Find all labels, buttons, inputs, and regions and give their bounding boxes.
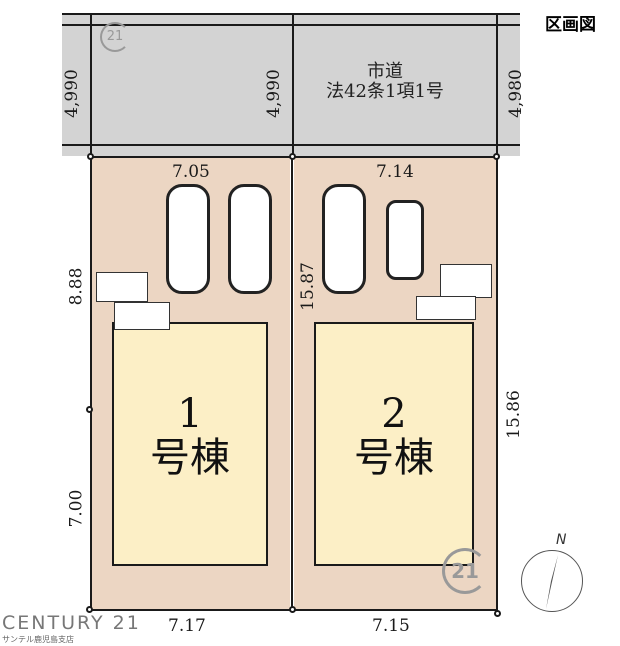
road-dim-line-3 bbox=[496, 14, 498, 156]
watermark-logo-bottom: 21 bbox=[442, 548, 488, 594]
building-2-number: 2 bbox=[381, 391, 407, 437]
boundary-point bbox=[289, 606, 296, 613]
entrance-steps-2 bbox=[440, 264, 492, 298]
lot-2-side-left: 15.87 bbox=[297, 262, 318, 311]
lot-1-side-lower: 7.00 bbox=[66, 489, 87, 528]
boundary-point bbox=[494, 610, 501, 617]
boundary-point bbox=[86, 606, 93, 613]
boundary-point bbox=[493, 153, 500, 160]
lot-boundary-left bbox=[90, 156, 92, 611]
lot-2-side-right: 15.86 bbox=[503, 390, 524, 439]
building-2-suffix: 号棟 bbox=[354, 435, 434, 481]
building-1-number: 1 bbox=[177, 391, 203, 437]
entrance-steps-1 bbox=[96, 272, 148, 302]
road-line-lower bbox=[62, 144, 520, 146]
building-1 bbox=[112, 322, 268, 566]
road-label: 市道 法42条1項1号 bbox=[300, 62, 470, 102]
lot-2-frontage: 7.14 bbox=[376, 162, 414, 182]
branch-name: サンテル鹿児島支店 bbox=[2, 635, 74, 644]
boundary-point bbox=[289, 153, 296, 160]
car-icon bbox=[166, 184, 210, 294]
building-1-label: 1 号棟 bbox=[112, 392, 268, 480]
compass-north-label: N bbox=[556, 532, 567, 548]
building-1-suffix: 号棟 bbox=[150, 435, 230, 481]
century21-logo: CENTURY 21 bbox=[2, 612, 141, 634]
road-label-line1: 市道 bbox=[367, 61, 403, 82]
building-2 bbox=[314, 322, 474, 566]
car-icon bbox=[322, 184, 366, 294]
lot-boundary-right bbox=[496, 156, 498, 611]
lot-1-side-upper: 8.88 bbox=[66, 267, 87, 306]
road-dim-line-2 bbox=[292, 14, 294, 156]
road-area bbox=[62, 14, 520, 156]
lot-1-frontage: 7.05 bbox=[172, 162, 210, 182]
lot-boundary-mid bbox=[291, 156, 293, 611]
page-title: 区画図 bbox=[545, 15, 596, 35]
road-line-upper bbox=[62, 24, 520, 26]
lot-2-rear: 7.15 bbox=[372, 616, 410, 636]
building-2-label: 2 号棟 bbox=[314, 392, 474, 480]
entrance-steps-2b bbox=[416, 296, 476, 320]
road-label-line2: 法42条1項1号 bbox=[326, 80, 444, 102]
boundary-point bbox=[87, 153, 94, 160]
boundary-point bbox=[86, 406, 93, 413]
compact-car-icon bbox=[386, 200, 424, 280]
road-dim-line-1 bbox=[90, 14, 92, 156]
compass-icon bbox=[521, 550, 583, 612]
road-line-top bbox=[62, 13, 520, 15]
road-width-2: 4,990 bbox=[263, 69, 284, 118]
road-width-1: 4,990 bbox=[61, 69, 82, 118]
compass-needle-icon bbox=[546, 555, 558, 609]
watermark-logo-top: 21 bbox=[100, 22, 130, 52]
car-icon bbox=[228, 184, 272, 294]
entrance-steps-1b bbox=[114, 302, 170, 330]
road-width-3: 4,980 bbox=[505, 69, 526, 118]
lot-1-rear: 7.17 bbox=[168, 616, 206, 636]
